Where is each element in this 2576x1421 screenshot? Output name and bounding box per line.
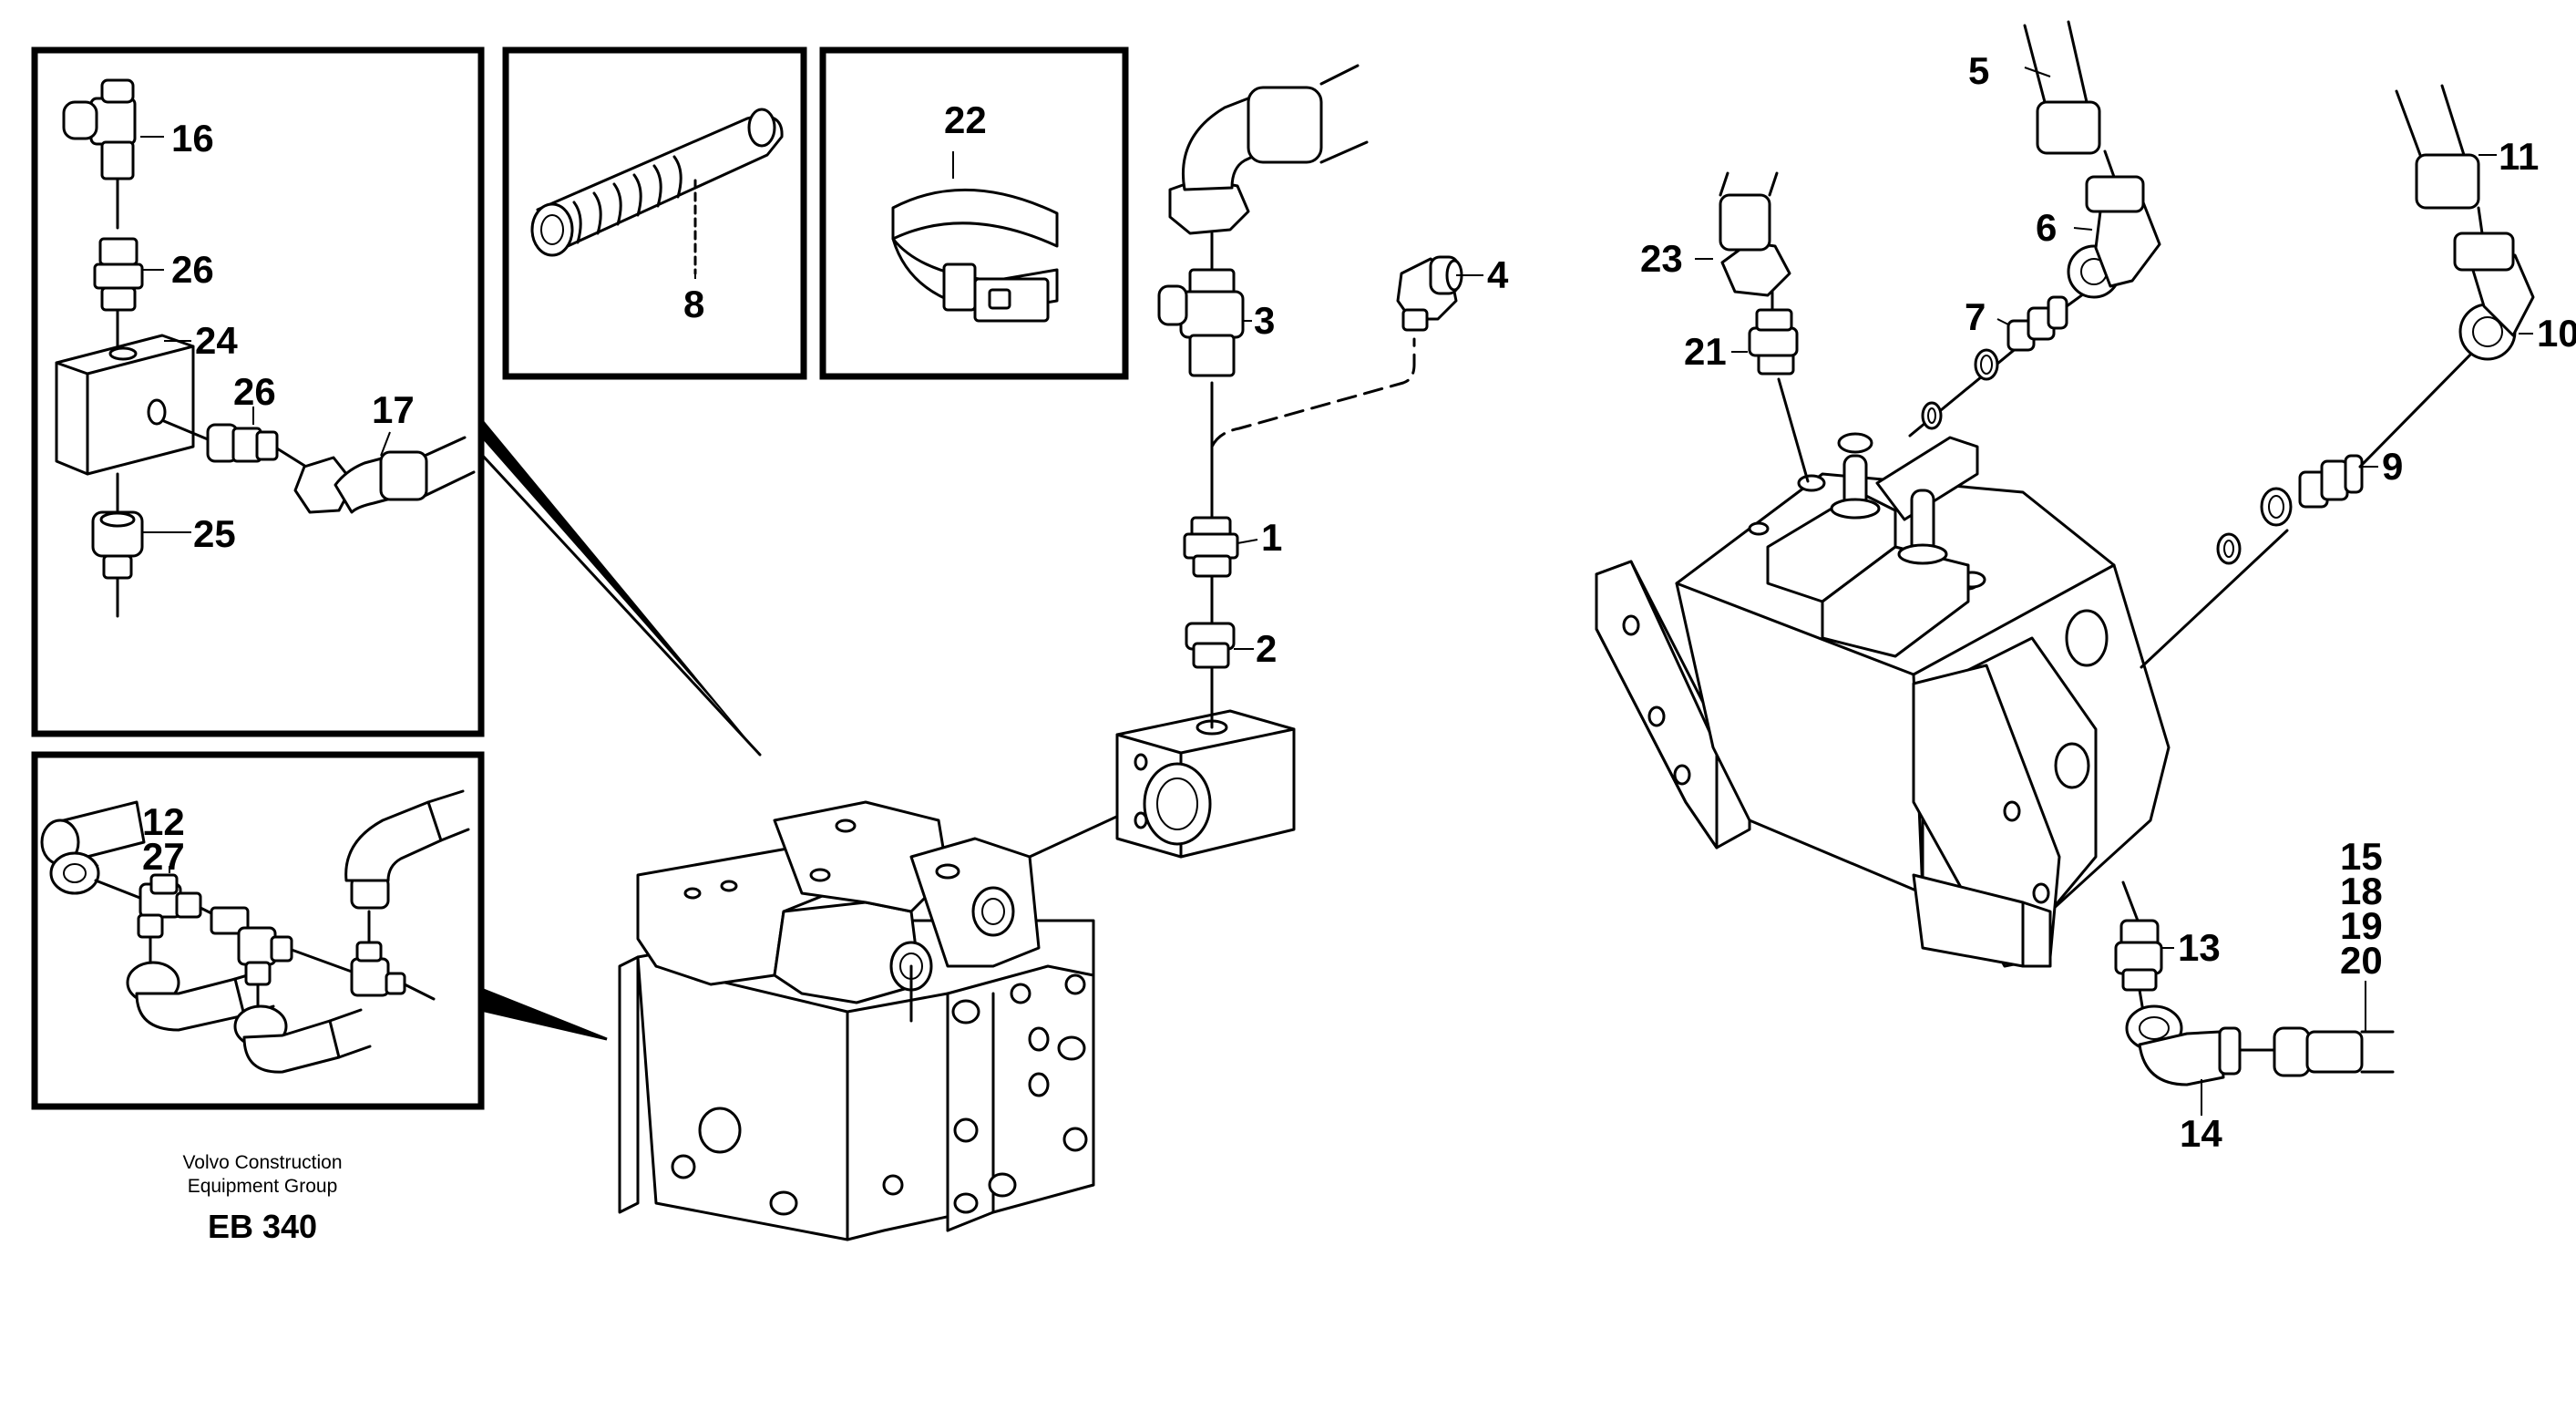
label-part-1: 1 [1261,516,1282,559]
label-part-10: 10 [2537,312,2576,355]
protective-sleeve-drawing [530,108,784,275]
label-part-14: 14 [2180,1112,2222,1155]
label-part-12: 12 [142,800,185,843]
inset-frame-protective-sleeve [502,46,807,380]
label-part-22: 22 [944,98,987,141]
label-part-2: 2 [1256,627,1277,670]
valve-block-drawing [1595,20,2535,1086]
label-part-17: 17 [372,388,415,431]
inset-hose-drawing [40,789,470,1074]
label-part-5: 5 [1968,49,1989,92]
label-part-23: 23 [1640,237,1683,280]
label-part-26-top: 26 [171,248,214,291]
label-part-7: 7 [1965,295,1986,338]
inset-frame-fittings-detail [31,46,485,737]
label-part-24: 24 [195,319,238,362]
label-part-16: 16 [171,117,214,160]
label-part-9: 9 [2382,445,2403,488]
label-part-8: 8 [683,283,704,325]
hydraulic-pump-drawing [618,800,1095,1241]
caption-company-line2: Equipment Group [188,1176,338,1197]
label-part-13: 13 [2178,926,2221,969]
inset-frame-hose-clamp [819,46,1129,380]
hose-clamp-drawing [891,189,1059,323]
label-part-20: 20 [2340,939,2383,982]
label-part-27: 27 [142,835,185,878]
caption-company-line1: Volvo Construction [182,1152,342,1173]
label-part-4: 4 [1487,253,1509,296]
label-part-3: 3 [1254,299,1275,342]
label-part-21: 21 [1684,330,1727,373]
label-part-26-side: 26 [233,370,276,413]
label-part-6: 6 [2036,206,2057,249]
label-part-19: 19 [2340,904,2383,947]
inset-pointer-upper [481,417,760,755]
leader-lines [94,67,2533,1116]
label-part-18: 18 [2340,870,2383,912]
inset-fittings-drawing [55,78,476,618]
inset-pointer-lower [479,986,608,1041]
flange-block-drawing [1028,64,1463,859]
inset-frame-hose-detail [31,751,485,1110]
caption-diagram-code: EB 340 [208,1208,317,1245]
label-part-15: 15 [2340,835,2383,878]
label-part-11: 11 [2499,135,2539,178]
label-part-25: 25 [193,512,236,555]
